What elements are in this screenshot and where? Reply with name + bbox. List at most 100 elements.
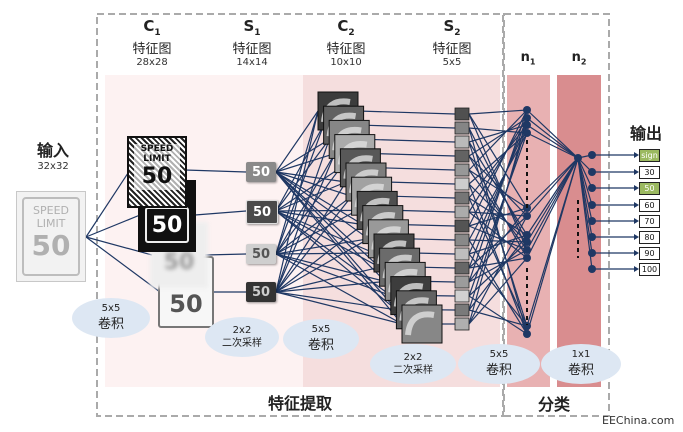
conn-s1-c2-0-2 [275, 138, 330, 173]
s2-cn: 特征图 [432, 42, 472, 57]
output-class-100: 100 [639, 263, 660, 276]
conv1-bubble: 5x5 卷积 [72, 298, 150, 338]
conn-n1-n2-2 [526, 124, 579, 159]
conn-s2-n1-8-8 [468, 225, 528, 251]
output-arrowhead-0 [634, 152, 639, 158]
output-arrowhead-6 [634, 250, 639, 256]
c2-header: C2 特征图 10x10 [318, 17, 374, 68]
pool1-bubble: 2x2 二次采样 [205, 317, 279, 357]
s2-map-8 [454, 219, 470, 233]
n1-neuron-0 [523, 106, 531, 114]
s1-dim: 14x14 [236, 57, 268, 68]
conn-c2-s2-2 [369, 138, 456, 143]
c1-map-gray-num: 50 [169, 290, 203, 318]
s2-map-7 [454, 205, 470, 219]
n2-header: n2 [563, 50, 595, 67]
conn-s2-n1-0-8 [468, 113, 528, 251]
conn-s1-c2-0-5 [275, 171, 347, 183]
s2-map-5 [454, 177, 470, 191]
conn-s1-c2-3-15 [275, 291, 403, 325]
s2-map-12 [454, 275, 470, 289]
conn-c1-s1-2 [204, 253, 247, 256]
conn-in-c1-0 [85, 169, 131, 238]
output-arrowhead-1 [634, 169, 639, 175]
conn-s1-c2-1-5 [275, 181, 347, 212]
section-feature-extraction: 特征提取 [267, 394, 332, 413]
conv1-size: 5x5 [101, 303, 121, 315]
c2-cn: 特征图 [326, 42, 366, 57]
conn-s2-n1-7-1 [468, 117, 528, 213]
s2-sub: 2 [454, 28, 461, 38]
s2-map-9 [454, 233, 470, 247]
output-arrowhead-5 [634, 234, 639, 240]
s2-map-13 [454, 289, 470, 303]
conn-s2-n1-13-3 [468, 132, 528, 297]
s1-map-3: 50 [246, 244, 276, 264]
conn-c1-s1-0 [184, 169, 247, 173]
conn-n1-n2-5 [526, 157, 579, 217]
pool2-label: 二次采样 [393, 365, 433, 376]
conn-s2-n1-5-11 [468, 183, 528, 335]
n1-neuron-5 [523, 212, 531, 220]
conn-s2-n1-3-1 [468, 117, 528, 157]
fc-size: 1x1 [571, 349, 591, 361]
output-neuron-2 [588, 184, 596, 192]
output-class-90: 90 [639, 247, 660, 260]
output-header: 输出 [618, 120, 674, 144]
source-credit: EEChina.com [602, 414, 675, 427]
s2-header: S2 特征图 5x5 [424, 17, 480, 68]
c1-name: C [143, 17, 155, 35]
n1-name: n [520, 50, 530, 65]
conn-s1-c2-2-7 [275, 209, 358, 255]
n2-name: n [571, 50, 581, 65]
conn-s2-n1-15-9 [468, 257, 528, 325]
conn-n1-n2-1 [526, 117, 579, 159]
conn-s2-n1-2-2 [468, 124, 528, 143]
conn-s2-n1-3-9 [468, 155, 528, 259]
conn-s2-n1-12-8 [468, 249, 528, 283]
conn-s1-c2-2-0 [275, 110, 319, 255]
conn-s2-n1-11-9 [468, 257, 528, 269]
conn-c2-s2-4 [380, 167, 456, 171]
s2-map-2 [454, 135, 470, 149]
conn-s1-c2-3-0 [275, 110, 319, 293]
n1-neuron-9 [523, 254, 531, 262]
input-header: 输入 32x32 [28, 137, 78, 172]
output-class-60: 60 [639, 199, 660, 212]
conn-s1-c2-1-10 [275, 210, 375, 254]
s2-map-15 [454, 317, 470, 331]
s1-map-4: 50 [246, 282, 276, 302]
conn-c2-s2-7 [397, 209, 456, 213]
conn-s1-c2-3-6 [275, 195, 353, 293]
c1-sub: 1 [154, 28, 161, 38]
s2-name: S [443, 17, 455, 35]
n1-neuron-11 [523, 330, 531, 338]
n1-neuron-3 [523, 129, 531, 137]
c2-feature-maps [317, 91, 443, 344]
n1-neuron-1 [523, 114, 531, 122]
output-class-sign: sign [639, 149, 660, 162]
output-title: 输出 [629, 124, 662, 143]
s1-header: S1 特征图 14x14 [224, 17, 280, 68]
conn-s2-n1-1-11 [468, 127, 528, 335]
output-neuron-7 [588, 265, 596, 273]
input-sign-line2: LIMIT [36, 217, 66, 230]
conn-s1-c2-2-6 [275, 195, 352, 255]
c2-map-pattern-15 [405, 311, 435, 336]
c1-map-texture: SPEED LIMIT 50 [127, 136, 187, 208]
input-sign-line1: SPEED [33, 204, 69, 217]
n1-header: n1 [512, 50, 544, 67]
connection-lines [85, 109, 636, 335]
output-arrowhead-4 [634, 218, 639, 224]
output-neuron-3 [588, 201, 596, 209]
s1-name: S [243, 17, 255, 35]
conn-s1-c2-3-3 [275, 153, 336, 293]
s2-map-4 [454, 163, 470, 177]
conn-in-c1-2 [85, 236, 153, 256]
conn-n1-n2-3 [526, 132, 579, 159]
conn-c2-s2-0 [357, 110, 456, 115]
conn-s1-c2-3-9 [275, 238, 369, 293]
s2-map-6 [454, 191, 470, 205]
conn-c2-s2-3 [374, 153, 456, 157]
